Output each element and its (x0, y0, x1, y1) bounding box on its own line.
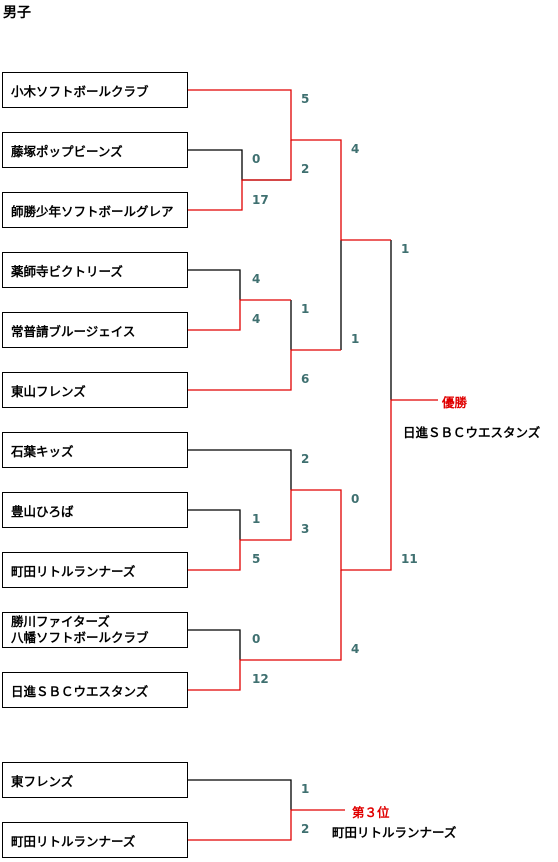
score: 6 (301, 372, 310, 386)
score: 5 (301, 92, 310, 106)
third-place-team-box: 東フレンズ (2, 762, 188, 798)
line-team5-path (188, 299, 291, 331)
score: 4 (351, 142, 360, 156)
team-box: 薬師寺ビクトリーズ (2, 252, 188, 288)
line-team1-path (188, 89, 391, 241)
score: 0 (252, 632, 261, 646)
score: 5 (252, 552, 261, 566)
score: 3 (301, 522, 310, 536)
team-box: 町田リトルランナーズ (2, 552, 188, 588)
line-team7 (188, 449, 292, 490)
score: 4 (351, 642, 360, 656)
team-box: 豊山ひろば (2, 492, 188, 528)
team-box: 石葉キッズ (2, 432, 188, 468)
team-box: 東山フレンズ (2, 372, 188, 408)
team-box-joint: 勝川ファイターズ 八幡ソフトボールクラブ (2, 612, 188, 648)
score: 0 (252, 152, 261, 166)
score: 2 (301, 162, 310, 176)
line-team10 (188, 629, 241, 660)
score: 12 (252, 672, 269, 686)
loser-lines (188, 149, 392, 810)
team-name-line1: 勝川ファイターズ (11, 614, 110, 629)
champion-label: 優勝 (442, 395, 468, 410)
score: 1 (252, 512, 261, 526)
line-team9-path (188, 399, 438, 571)
score: 1 (301, 782, 310, 796)
team-box: 常普請ブルージェイス (2, 312, 188, 348)
score: 17 (252, 193, 269, 207)
score: 11 (401, 552, 418, 566)
third-place-team-box: 町田リトルランナーズ (2, 822, 188, 858)
third-place-label: 第３位 (352, 805, 390, 820)
score: 4 (252, 312, 261, 326)
page-title: 男子 (3, 5, 31, 21)
score: 2 (301, 822, 310, 836)
score: 2 (301, 452, 310, 466)
winner-lines (188, 89, 438, 841)
score: 0 (351, 492, 360, 506)
line-3rd-winner (188, 809, 345, 841)
line-3rd-team1 (188, 779, 292, 810)
champion-name: 日進ＳＢＣウエスタンズ (403, 425, 541, 440)
line-team2 (188, 149, 291, 181)
line-team4 (188, 269, 241, 300)
line-team11-path (188, 570, 342, 691)
score: 1 (351, 332, 360, 346)
team-box: 師勝少年ソフトボールグレア (2, 192, 188, 228)
team-box: 小木ソフトボールクラブ (2, 72, 188, 108)
team-box: 藤塚ポップビーンズ (2, 132, 188, 168)
team-name-line2: 八幡ソフトボールクラブ (11, 630, 149, 645)
score: 1 (401, 242, 410, 256)
line-team8 (188, 509, 241, 540)
line-team6-path (188, 349, 341, 391)
third-place-name: 町田リトルランナーズ (332, 825, 457, 840)
score: 1 (301, 302, 310, 316)
team-box: 日進ＳＢＣウエスタンズ (2, 672, 188, 708)
line-team3-path (188, 140, 292, 211)
score: 4 (252, 272, 261, 286)
